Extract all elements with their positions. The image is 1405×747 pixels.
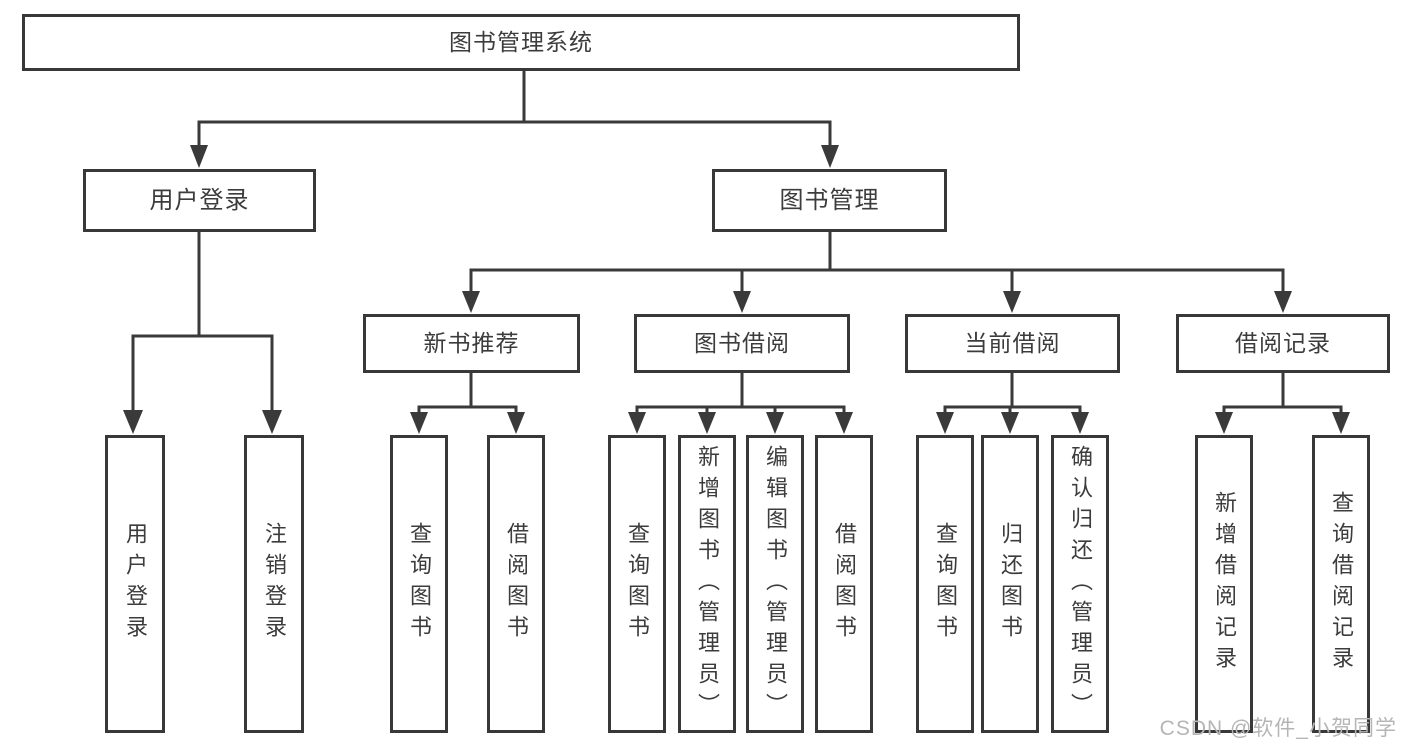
- leaf-query-books-recommend: 查询图书: [390, 435, 448, 733]
- node-book-management: 图书管理: [712, 169, 947, 232]
- leaf-user-login: 用户登录: [105, 435, 165, 733]
- connector-user-login-to-leaves: [123, 232, 282, 434]
- leaf-borrow-books-label: 借阅图书: [832, 522, 857, 646]
- node-new-book-recommend: 新书推荐: [363, 314, 580, 373]
- leaf-query-borrow-record-label: 查询借阅记录: [1329, 491, 1354, 677]
- connector-new-book-to-leaves: [410, 373, 525, 434]
- leaf-borrow-books: 借阅图书: [815, 435, 873, 733]
- leaf-query-books-borrowing: 查询图书: [608, 435, 666, 733]
- leaf-confirm-return-admin: 确认归还（管理员）: [1051, 435, 1109, 733]
- node-borrowing-records-label: 借阅记录: [1235, 330, 1331, 356]
- node-new-book-recommend-label: 新书推荐: [423, 330, 520, 356]
- leaf-add-borrow-record: 新增借阅记录: [1195, 435, 1253, 733]
- leaf-query-books-current-label: 查询图书: [933, 522, 958, 646]
- node-user-login: 用户登录: [83, 169, 316, 232]
- leaf-return-books: 归还图书: [981, 435, 1039, 733]
- node-user-login-label: 用户登录: [149, 186, 250, 214]
- node-library-system-label: 图书管理系统: [449, 29, 593, 55]
- connector-records-to-leaves: [1215, 373, 1350, 434]
- leaf-confirm-return-admin-label: 确认归还（管理员）: [1068, 444, 1093, 724]
- node-book-borrowing: 图书借阅: [634, 314, 850, 373]
- node-book-management-label: 图书管理: [779, 186, 880, 214]
- leaf-add-borrow-record-label: 新增借阅记录: [1212, 491, 1237, 677]
- connector-current-to-leaves: [936, 373, 1089, 434]
- node-current-borrowing-label: 当前借阅: [964, 330, 1061, 356]
- connector-book-mgmt-to-level3: [462, 232, 1292, 313]
- leaf-query-books-recommend-label: 查询图书: [407, 522, 432, 646]
- leaf-add-books-admin: 新增图书（管理员）: [678, 435, 736, 733]
- leaf-add-books-admin-label: 新增图书（管理员）: [695, 444, 720, 724]
- csdn-watermark: CSDN @软件_小贺同学: [1159, 717, 1397, 740]
- node-library-system: 图书管理系统: [22, 14, 1020, 71]
- connector-borrowing-to-leaves: [628, 373, 853, 434]
- node-book-borrowing-label: 图书借阅: [694, 330, 790, 356]
- leaf-edit-books-admin-label: 编辑图书（管理员）: [763, 444, 788, 724]
- leaf-query-books-borrowing-label: 查询图书: [625, 522, 650, 646]
- leaf-borrow-books-recommend: 借阅图书: [487, 435, 545, 733]
- leaf-borrow-books-recommend-label: 借阅图书: [504, 522, 529, 646]
- leaf-logout-label: 注销登录: [262, 522, 287, 646]
- leaf-logout: 注销登录: [244, 435, 304, 733]
- leaf-return-books-label: 归还图书: [998, 522, 1023, 646]
- leaf-query-books-current: 查询图书: [916, 435, 974, 733]
- node-current-borrowing: 当前借阅: [905, 314, 1120, 373]
- leaf-query-borrow-record: 查询借阅记录: [1312, 435, 1370, 733]
- connector-root-to-level2: [190, 71, 839, 168]
- leaf-edit-books-admin: 编辑图书（管理员）: [746, 435, 804, 733]
- leaf-user-login-label: 用户登录: [123, 522, 148, 646]
- node-borrowing-records: 借阅记录: [1176, 314, 1390, 373]
